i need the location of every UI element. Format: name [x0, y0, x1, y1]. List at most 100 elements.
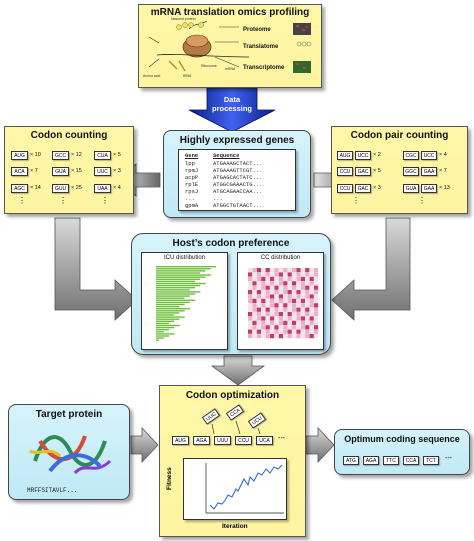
cc-cell	[283, 285, 288, 290]
cc-cell	[283, 316, 288, 321]
cc-cell	[309, 312, 314, 317]
cc-cell	[252, 316, 257, 321]
cc-cell	[256, 320, 261, 325]
cc-cell	[252, 281, 257, 286]
codon-box: UUC	[94, 167, 111, 176]
proteome-label: Proteome	[243, 27, 271, 33]
cc-cell	[305, 303, 310, 308]
cc-cell	[274, 329, 279, 334]
cc-cell	[283, 298, 288, 303]
arrow-opt-to-optimum	[305, 426, 335, 464]
codon-box: GCC	[52, 151, 69, 160]
cc-cell	[300, 290, 305, 295]
codon-pair-panel: Codon pair counting AUG UCC × 2 CGC UCC …	[331, 126, 468, 214]
codon-box: UAA	[94, 184, 111, 193]
cc-cell	[287, 312, 292, 317]
sequence-row: ATGAAAGTTCGT...	[213, 167, 263, 174]
cc-cell	[256, 268, 261, 273]
cc-cell	[261, 316, 266, 321]
cc-cell	[300, 298, 305, 303]
cc-cell	[278, 320, 283, 325]
cc-cell	[265, 312, 270, 317]
cc-cell	[300, 320, 305, 325]
cc-cell	[274, 325, 279, 330]
cc-cell	[314, 285, 319, 290]
cc-cell	[265, 294, 270, 299]
gene-row: rpsJ	[185, 188, 199, 195]
codon-counting-title: Codon counting	[30, 130, 108, 141]
cc-cell	[296, 294, 301, 299]
icu-bar	[156, 293, 196, 295]
optimum-codon-box: AGA	[363, 456, 379, 465]
cc-cell	[256, 312, 261, 317]
cc-cell	[265, 268, 270, 273]
codon-box: UCC	[421, 151, 437, 160]
codon-pair-title: Codon pair counting	[350, 130, 449, 141]
codon-box: GAA	[421, 167, 437, 176]
sequence-row: ATGCAGAACCAA...	[213, 188, 263, 195]
codon-counting-panel: Codon counting AUG × 10 GCC × 12 CUA × 5…	[4, 126, 134, 214]
data-processing-arrow	[188, 87, 276, 133]
icu-bar	[156, 284, 201, 287]
cc-cell	[309, 320, 314, 325]
cc-cell	[305, 276, 310, 281]
cc-cell	[292, 303, 297, 308]
sequence-row: ATGAAAGCTACT...	[213, 160, 263, 167]
cc-cell	[314, 334, 319, 339]
cc-cell	[252, 320, 257, 325]
cc-cell	[305, 307, 310, 312]
cc-cell	[274, 276, 279, 281]
cc-cell	[278, 298, 283, 303]
cc-cell	[314, 312, 319, 317]
cc-cell	[252, 272, 257, 277]
codon-count: × 10	[30, 152, 41, 158]
cc-cell	[278, 325, 283, 330]
icu-bar	[156, 308, 190, 310]
cc-cell	[292, 298, 297, 303]
cc-cell	[270, 298, 275, 303]
codon-box: CUA	[94, 151, 111, 160]
cc-cell	[256, 325, 261, 330]
cc-cell	[270, 290, 275, 295]
cc-cell	[261, 334, 266, 339]
sequence-row: ATGGCGAAACTG...	[213, 181, 263, 188]
cc-cell	[292, 316, 297, 321]
cc-cell	[278, 316, 283, 321]
cc-cell	[256, 316, 261, 321]
cc-cell	[305, 294, 310, 299]
highly-expressed-title: Highly expressed genes	[179, 135, 295, 146]
cc-cell	[305, 316, 310, 321]
gene-row: acpP	[185, 174, 199, 181]
cc-cell	[274, 298, 279, 303]
cc-cell	[278, 272, 283, 277]
codon-box: GUU	[52, 184, 69, 193]
cc-cell	[300, 294, 305, 299]
cc-cell	[261, 329, 266, 334]
arrow-left-elbow	[54, 217, 138, 321]
cc-distribution-title: CC distribution	[260, 255, 301, 261]
highly-expressed-panel: Highly expressed genes Gene Sequence lpp…	[163, 130, 311, 218]
cc-cell	[300, 276, 305, 281]
cc-cell	[287, 294, 292, 299]
fitness-curve	[209, 464, 283, 510]
cc-cell	[296, 290, 301, 295]
codon-chain-box: UUU	[214, 436, 231, 445]
gene-row: rpmJ	[185, 167, 199, 174]
icu-bar	[156, 266, 216, 268]
cc-cell	[296, 281, 301, 286]
cc-cell	[305, 325, 310, 330]
cc-cell	[252, 298, 257, 303]
protein-structure-image	[29, 435, 112, 475]
cc-cell	[274, 334, 279, 339]
cc-cell	[287, 281, 292, 286]
cc-cell	[309, 290, 314, 295]
icu-bar	[156, 324, 180, 327]
icu-bar	[156, 329, 169, 331]
cc-cell	[270, 320, 275, 325]
cc-cell	[305, 334, 310, 339]
cc-cell	[305, 281, 310, 286]
omics-profiling-panel: mRNA translation omics profiling Nascent…	[138, 4, 322, 88]
fitness-plot-card	[183, 458, 287, 520]
cc-cell	[248, 320, 253, 325]
cc-cell	[248, 281, 253, 286]
